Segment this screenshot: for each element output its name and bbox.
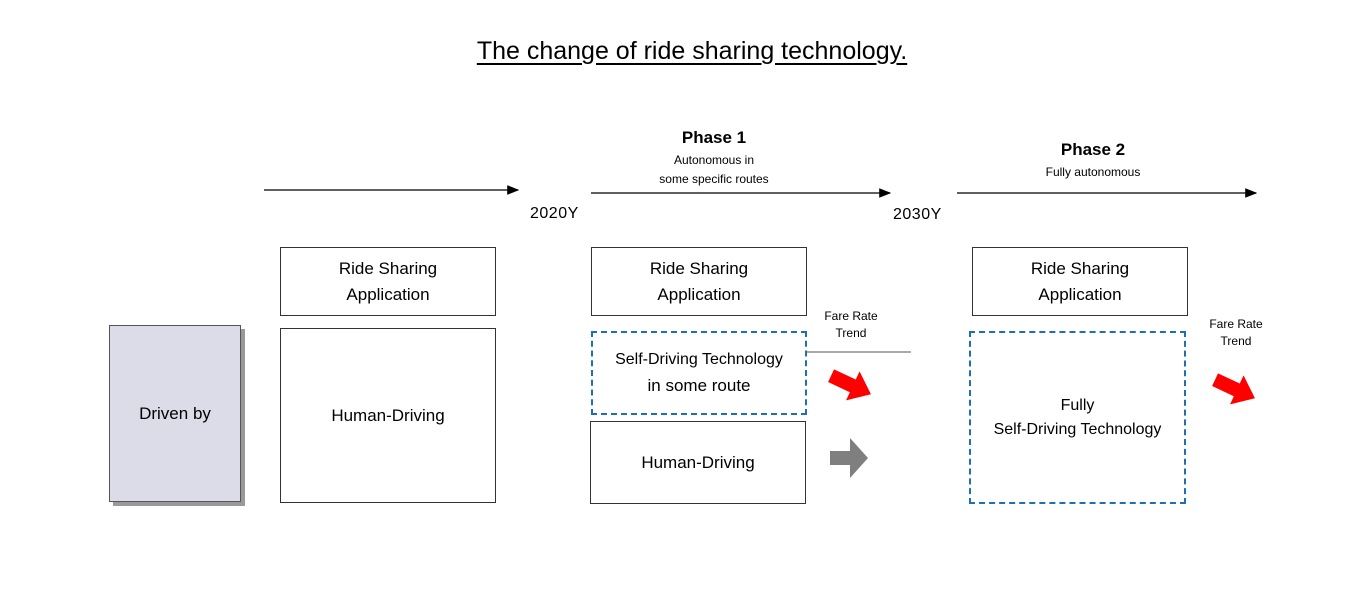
red-arrow-down-right-icon xyxy=(1212,373,1255,405)
fare-rate-label-phase1: Fare Rate Trend xyxy=(811,308,891,342)
phase2-header: Phase 2 Fully autonomous xyxy=(993,140,1193,182)
current-app-box: Ride Sharing Application xyxy=(280,247,496,316)
fare-rate-line2: Trend xyxy=(1220,334,1252,348)
phase1-human-driving-box: Human-Driving xyxy=(590,421,806,504)
phase1-app-line1: Ride Sharing xyxy=(649,258,749,278)
phase1-human-driving-label: Human-Driving xyxy=(641,452,755,472)
red-arrow-down-right-icon xyxy=(828,369,871,401)
phase2-app-line2: Application xyxy=(1038,284,1122,304)
phase2-app-box: Ride Sharing Application xyxy=(972,247,1188,316)
fare-rate-label-phase2: Fare Rate Trend xyxy=(1196,316,1276,350)
phase1-header: Phase 1 Autonomous in some specific rout… xyxy=(614,128,814,189)
phase2-label: Phase 2 xyxy=(1060,140,1126,159)
phase1-self-driving-box: Self-Driving Technology in some route xyxy=(591,331,807,415)
phase2-desc-line1: Fully autonomous xyxy=(1045,165,1141,179)
phase1-desc-line1: Autonomous in xyxy=(673,153,755,167)
current-human-driving-box: Human-Driving xyxy=(280,328,496,503)
gray-arrow-right-icon xyxy=(830,438,868,478)
fare-rate-line2: Trend xyxy=(835,326,867,340)
current-app-line2: Application xyxy=(346,284,430,304)
phase2-self-driving-line2: Self-Driving Technology xyxy=(993,420,1162,438)
phase2-app-line1: Ride Sharing xyxy=(1030,258,1130,278)
diagram-title: The change of ride sharing technology. xyxy=(476,37,908,65)
phase1-app-box: Ride Sharing Application xyxy=(591,247,807,316)
year-label-2030: 2030Y xyxy=(893,206,942,223)
phase1-app-line2: Application xyxy=(657,284,741,304)
driven-by-label: Driven by xyxy=(139,403,211,423)
driven-by-box: Driven by xyxy=(109,325,241,502)
current-app-line1: Ride Sharing xyxy=(338,258,438,278)
fare-rate-line1: Fare Rate xyxy=(824,309,878,323)
phase1-self-driving-line1: Self-Driving Technology xyxy=(615,351,783,368)
phase1-self-driving-line2: in some route xyxy=(647,376,751,395)
fare-rate-line1: Fare Rate xyxy=(1209,317,1263,331)
phase1-label: Phase 1 xyxy=(681,128,747,147)
phase2-self-driving-box: Fully Self-Driving Technology xyxy=(969,331,1186,504)
current-human-driving-label: Human-Driving xyxy=(331,405,445,425)
year-label-2020: 2020Y xyxy=(530,205,579,222)
phase1-desc-line2: some specific routes xyxy=(659,172,769,186)
phase2-self-driving-line1: Fully xyxy=(1060,396,1095,414)
